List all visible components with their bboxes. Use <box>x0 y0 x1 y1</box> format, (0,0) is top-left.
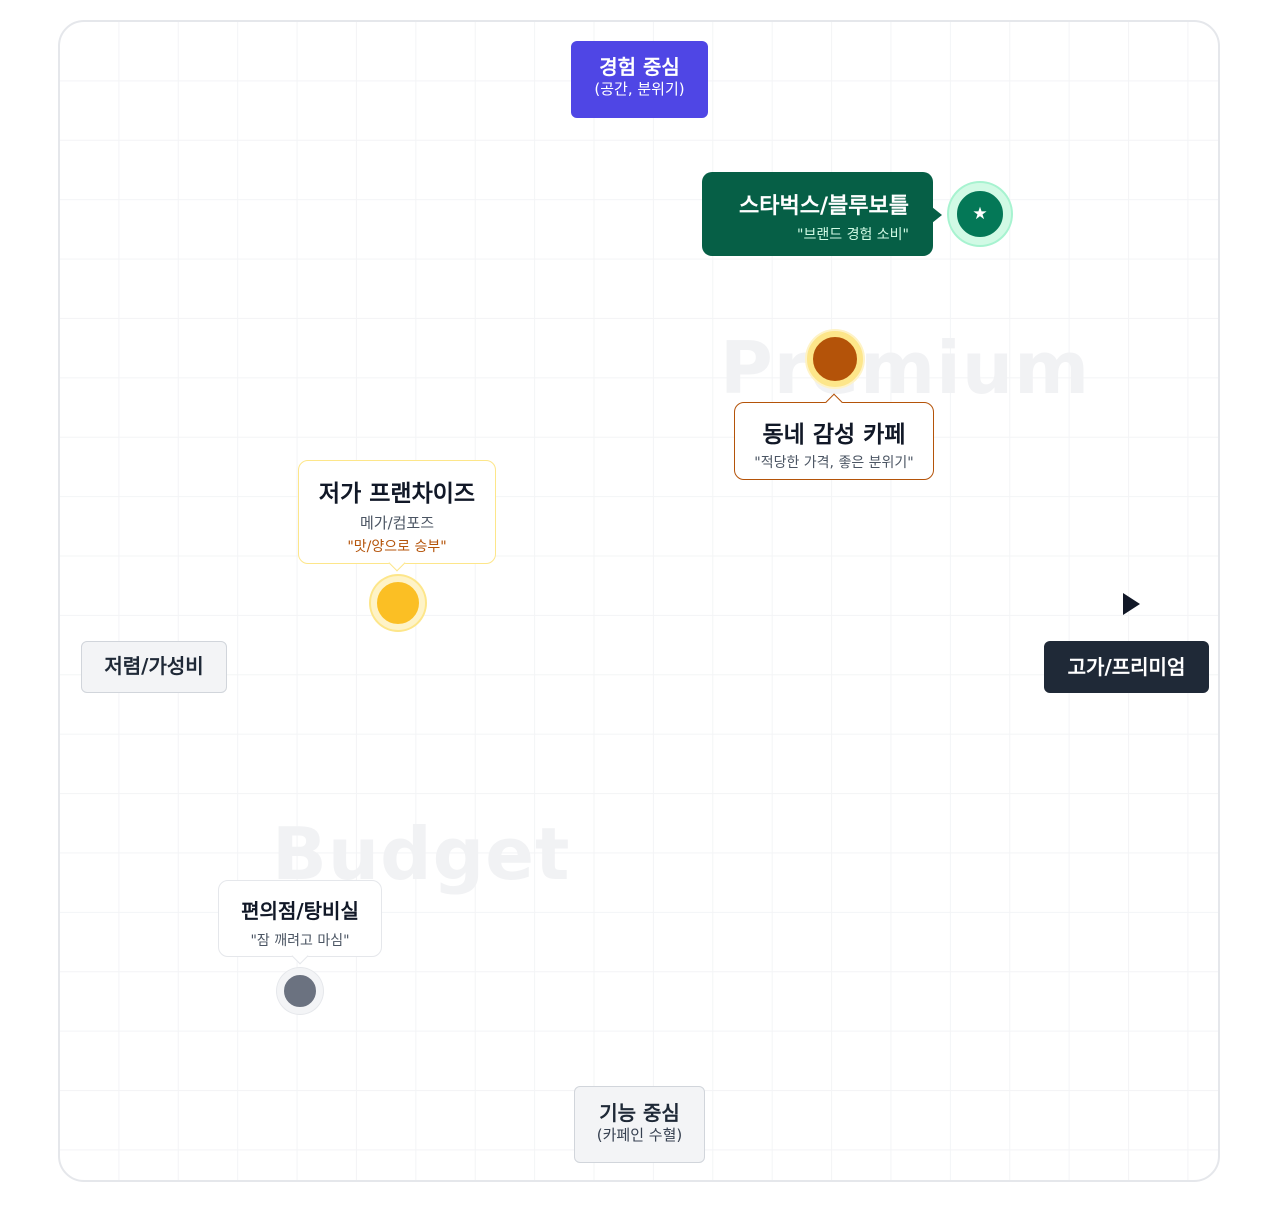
star-icon: ★ <box>972 204 988 224</box>
budget-watermark: Budget <box>272 812 571 896</box>
convenience-card: 편의점/탕비실 "잠 깨려고 마심" <box>218 880 382 957</box>
starbucks-pointer <box>932 207 942 223</box>
budget-franchise-title: 저가 프랜차이즈 <box>318 481 476 507</box>
axis-arrow-right-icon <box>1123 593 1140 615</box>
positioning-map: Premium Budget <box>58 20 1220 1182</box>
starbucks-title: 스타벅스/블루보틀 <box>739 194 909 219</box>
axis-bottom-label: 기능 중심 (카페인 수혈) <box>574 1086 705 1163</box>
budget-franchise-brands: 메가/컴포즈 <box>359 514 435 532</box>
starbucks-quote: "브랜드 경험 소비" <box>797 227 909 243</box>
axis-top-title: 경험 중심 <box>599 55 680 79</box>
axis-top-label: 경험 중심 (공간, 분위기) <box>571 41 708 118</box>
convenience-quote: "잠 깨려고 마심" <box>250 933 350 949</box>
local-cafe-marker <box>807 331 863 387</box>
convenience-marker <box>277 968 323 1014</box>
axis-right-label: 고가/프리미엄 <box>1044 641 1209 693</box>
budget-franchise-card: 저가 프랜차이즈 메가/컴포즈 "맛/양으로 승부" <box>298 460 496 564</box>
axis-top-subtitle: (공간, 분위기) <box>594 80 685 98</box>
axis-left-label: 저렴/가성비 <box>81 641 227 693</box>
local-cafe-card: 동네 감성 카페 "적당한 가격, 좋은 분위기" <box>734 402 934 480</box>
starbucks-marker: ★ <box>949 183 1011 245</box>
axis-bottom-subtitle: (카페인 수혈) <box>596 1126 683 1144</box>
local-cafe-title: 동네 감성 카페 <box>762 422 906 448</box>
starbucks-card: 스타벅스/블루보틀 "브랜드 경험 소비" <box>702 172 942 256</box>
convenience-title: 편의점/탕비실 <box>241 899 359 923</box>
budget-franchise-marker <box>371 576 425 630</box>
axis-bottom-title: 기능 중심 <box>599 1101 680 1125</box>
premium-watermark: Premium <box>720 326 1091 410</box>
local-cafe-quote: "적당한 가격, 좋은 분위기" <box>754 455 914 471</box>
budget-franchise-quote: "맛/양으로 승부" <box>347 539 447 555</box>
